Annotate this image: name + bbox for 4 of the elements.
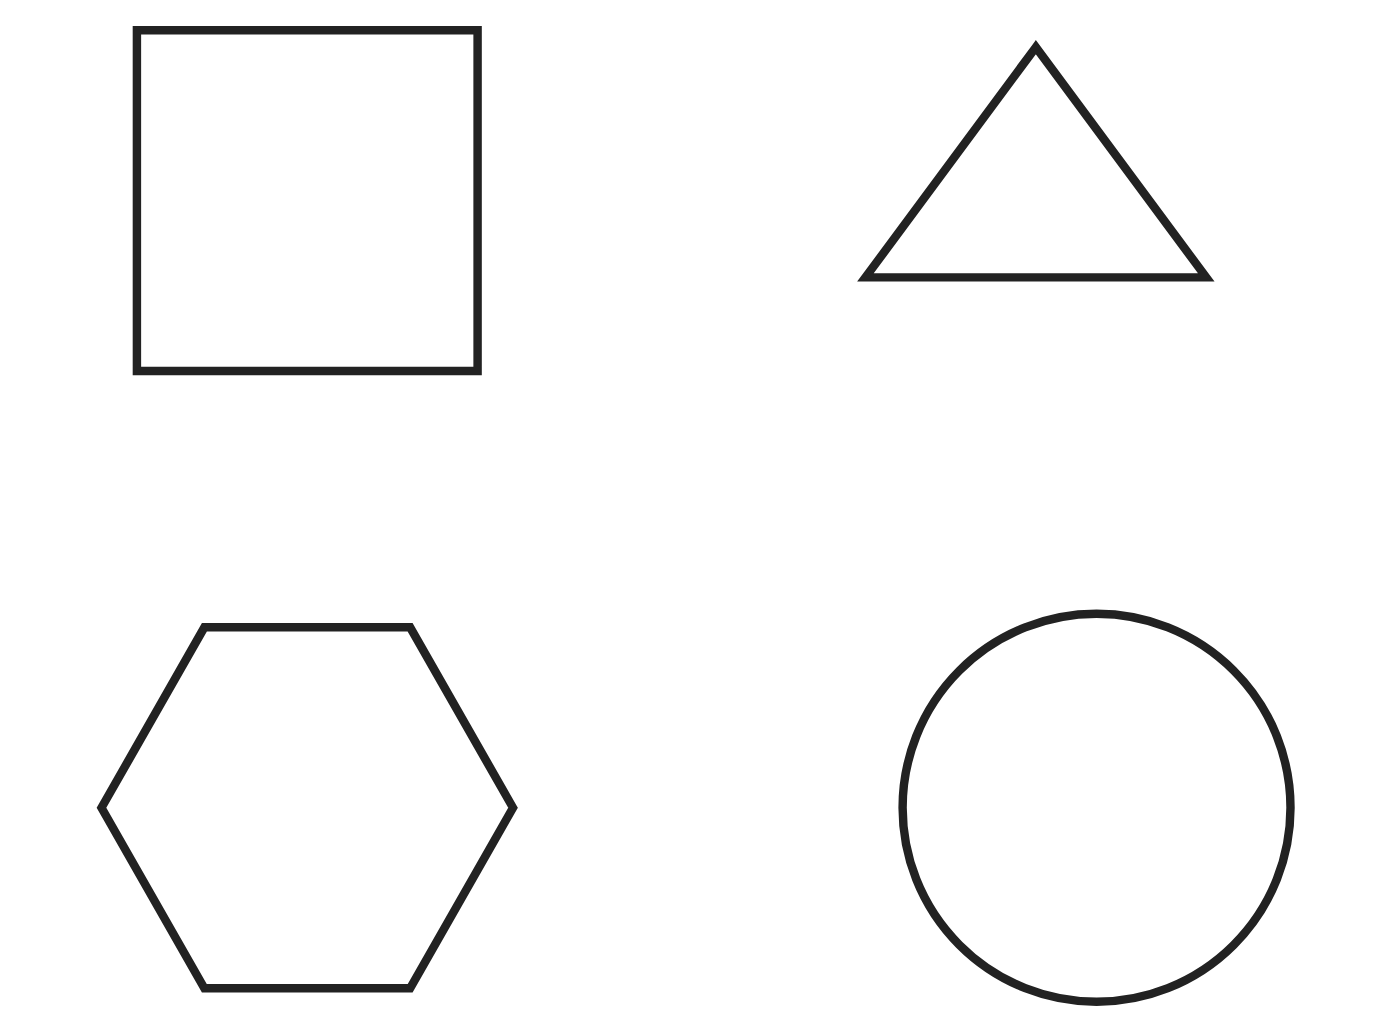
node-hexagon [95, 623, 517, 993]
node-box [131, 26, 481, 376]
node-circle [897, 609, 1294, 1006]
node-triangle [856, 40, 1214, 282]
